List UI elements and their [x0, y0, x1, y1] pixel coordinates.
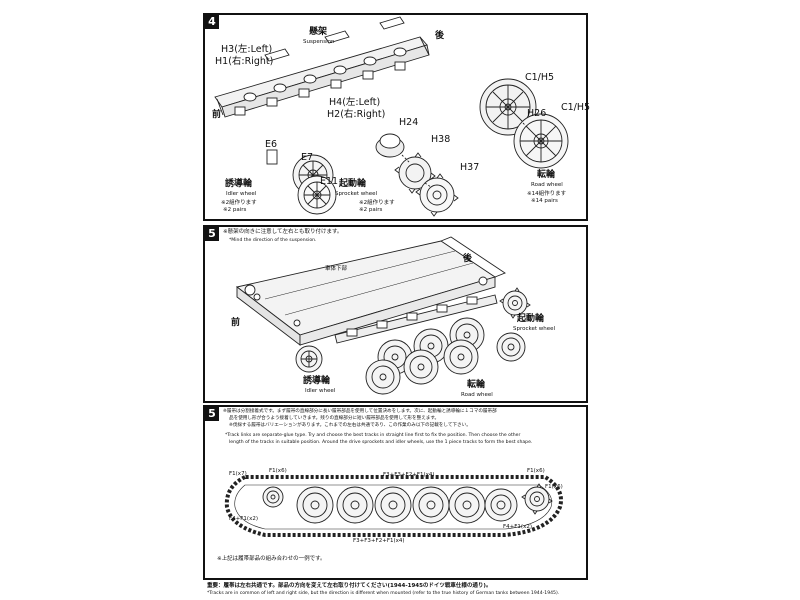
idler-qty-jp: ※2組作ります — [221, 200, 257, 206]
part-c1h5-a: C1/H5 — [525, 72, 555, 83]
part-h24: H24 — [399, 117, 419, 128]
sprocket-label-jp: 起動輪 — [517, 314, 545, 324]
part-h37: H37 — [460, 162, 480, 173]
track-f3-bottom: F3+F3+F2+F1(x4) — [353, 538, 405, 544]
idler-label-en: Idler wheel — [305, 388, 336, 394]
track-f1-x7: F1(x7) — [229, 471, 247, 477]
track-f4-f1-right: F4+F1(x2) — [503, 524, 532, 530]
sprocket-qty-jp: ※2組作ります — [359, 200, 395, 206]
road-wheel-label-en: Road wheel — [461, 392, 493, 398]
idler-label-en: Idler wheel — [226, 191, 257, 197]
sprocket-label-jp: 起動輪 — [339, 179, 367, 189]
front-label: 前 — [231, 318, 241, 328]
sprocket-label-en: Sprocket wheel — [513, 326, 556, 332]
rear-label: 後 — [435, 31, 445, 41]
road-wheel-qty-en: ※14 pairs — [531, 198, 558, 204]
track-note-en-1: *Track links are separate-glue type. Try… — [225, 433, 521, 438]
part-e6: E6 — [265, 139, 278, 150]
track-f3-top: F3+F3+F2+F1(x4) — [383, 472, 435, 478]
track-note-jp-2: 品を使用し形が合うよう接着していきます。残りの直線部分に短い履帯部品を使用して形… — [229, 416, 440, 421]
step-4-panel: 4 — [203, 13, 591, 221]
track-f1-x6-right: F1(x6) — [527, 468, 545, 474]
step-number: 5 — [205, 407, 219, 421]
step-track-panel: 5 ※履帯は分割接着式です。まず履帯の直線部分に長い履帯部品を使用して位置決めを… — [203, 405, 588, 580]
step-5-panel: 5 ※懸架の向きに注意して左右とも取り付けます。 *Mind the direc… — [203, 225, 588, 403]
part-h2: H2(右:Right) — [327, 109, 386, 120]
part-h26: H26 — [527, 108, 547, 119]
part-e11: E11 — [320, 176, 339, 187]
part-c1h5-b: C1/H5 — [561, 102, 591, 113]
road-wheel-qty-jp: ※14組作ります — [527, 191, 567, 197]
track-combination-note: ※上記は履帯部品の組み合わせの一例です。 — [217, 556, 326, 562]
track-f1-x6-left: F1(x6) — [269, 468, 287, 474]
lower-hull-label: 車体下部 — [325, 266, 348, 272]
track-note-en-2: length of the tracks in suitable positio… — [229, 440, 533, 445]
footer-warning-en: *Tracks are in common of left and right … — [207, 591, 560, 596]
sprocket-qty-en: ※2 pairs — [359, 207, 383, 213]
road-wheel-label-jp: 転輪 — [537, 170, 556, 180]
suspension-direction-note-jp: ※懸架の向きに注意して左右とも取り付けます。 — [223, 229, 343, 235]
part-h38: H38 — [431, 134, 451, 145]
part-h3: H3(左:Left) — [221, 44, 273, 55]
track-layout-illustration — [224, 475, 563, 537]
hull-assembly-illustration — [235, 236, 531, 395]
part-h4: H4(左:Left) — [329, 97, 381, 108]
idler-qty-en: ※2 pairs — [223, 207, 247, 213]
suspension-label-en: Suspension — [303, 39, 335, 45]
track-note-jp-1: ※履帯は分割接着式です。まず履帯の直線部分に長い履帯部品を使用して位置決めをしま… — [223, 409, 497, 414]
road-wheel-label-jp: 転輪 — [467, 380, 486, 390]
footer-warning-jp: 重要：履帯は左右共通です。部品の方向を変えて左右取り付けてください(1944-1… — [207, 583, 492, 589]
part-h1: H1(右:Right) — [215, 56, 274, 67]
suspension-direction-note-en: *Mind the direction of the suspension. — [229, 238, 317, 243]
sprocket-label-en: Sprocket wheel — [335, 191, 378, 197]
track-note-jp-3: ※伐採する履帯はバリエーションがあります。これまでの左右は共通であり、この作業の… — [229, 423, 471, 428]
idler-label-jp: 誘導輪 — [225, 179, 253, 189]
track-f1-x6-right-2: F1(x6) — [545, 484, 563, 490]
rear-label: 後 — [463, 254, 473, 264]
suspension-and-wheels-illustration — [214, 16, 569, 217]
front-label: 前 — [212, 110, 222, 120]
track-f4-f1-left: F4+F1(x2) — [229, 516, 258, 522]
step-number: 5 — [205, 227, 219, 241]
step-number: 4 — [205, 15, 219, 29]
road-wheel-label-en: Road wheel — [531, 182, 563, 188]
suspension-label-jp: 懸架 — [309, 27, 328, 37]
idler-label-jp: 誘導輪 — [303, 376, 331, 386]
part-e7: E7 — [301, 152, 314, 163]
